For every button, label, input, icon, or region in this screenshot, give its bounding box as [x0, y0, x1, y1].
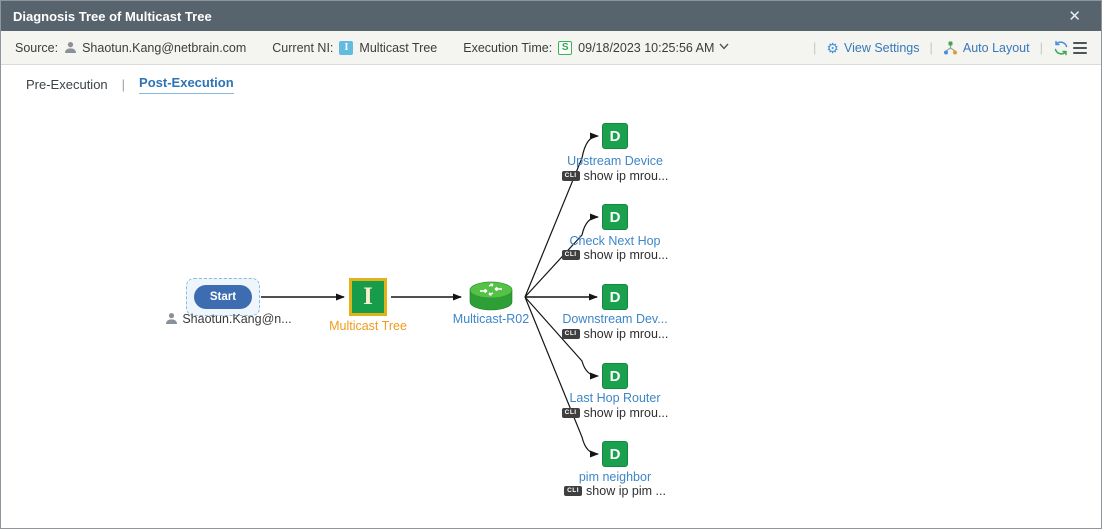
- cli-badge-icon: CLI: [561, 328, 580, 340]
- snapshot-badge-icon: S: [558, 40, 573, 55]
- router-label[interactable]: Multicast-R02: [452, 312, 530, 326]
- diagnosis-node-label[interactable]: Last Hop Router: [569, 391, 661, 405]
- diagnosis-node[interactable]: D: [602, 363, 628, 389]
- diagnosis-node[interactable]: D: [602, 284, 628, 310]
- diagnosis-node[interactable]: D: [602, 204, 628, 230]
- auto-layout-label: Auto Layout: [962, 40, 1030, 55]
- cli-command: show ip mrou...: [583, 169, 669, 183]
- tab-post-execution[interactable]: Post-Execution: [139, 75, 234, 94]
- layout-tree-icon: [943, 41, 958, 55]
- title-bar: Diagnosis Tree of Multicast Tree ✕: [1, 1, 1101, 31]
- execution-time-value: 09/18/2023 10:25:56 AM: [578, 40, 715, 55]
- dialog-title: Diagnosis Tree of Multicast Tree: [13, 8, 212, 24]
- user-icon: [165, 312, 178, 328]
- diagnosis-node[interactable]: D: [602, 123, 628, 149]
- cli-row: CLI show ip pim ...: [530, 484, 700, 498]
- current-ni-group: Current NI: I Multicast Tree: [272, 40, 438, 55]
- view-settings-button[interactable]: ⚙ View Settings: [826, 41, 919, 55]
- cli-command: show ip mrou...: [583, 406, 669, 420]
- chevron-down-icon[interactable]: [719, 42, 729, 53]
- cli-row: CLI show ip mrou...: [530, 406, 700, 420]
- source-group: Source: Shaotun.Kang@netbrain.com: [15, 40, 246, 56]
- intent-node-label[interactable]: Multicast Tree: [329, 319, 407, 333]
- cli-command: show ip mrou...: [583, 248, 669, 262]
- start-node-sublabel: Shaotun.Kang@n...: [161, 311, 296, 327]
- execution-time-group[interactable]: Execution Time: S 09/18/2023 10:25:56 AM: [463, 40, 729, 55]
- gear-icon: ⚙: [826, 39, 839, 56]
- diagnosis-node-label[interactable]: pim neighbor: [578, 470, 652, 484]
- source-label: Source:: [15, 40, 59, 55]
- close-icon[interactable]: ✕: [1068, 7, 1081, 25]
- user-icon: [64, 41, 77, 57]
- cli-badge-icon: CLI: [561, 170, 580, 182]
- auto-layout-button[interactable]: Auto Layout: [943, 41, 1030, 55]
- execution-tabs: Pre-Execution | Post-Execution: [26, 75, 234, 94]
- cli-command: show ip pim ...: [586, 484, 666, 498]
- current-ni-value: Multicast Tree: [359, 40, 438, 55]
- menu-icon[interactable]: [1073, 41, 1087, 54]
- cli-row: CLI show ip mrou...: [530, 169, 700, 183]
- cli-badge-icon: CLI: [561, 407, 580, 419]
- cli-row: CLI show ip mrou...: [530, 248, 700, 262]
- toolbar-separator: |: [813, 40, 817, 55]
- cli-badge-icon: CLI: [564, 485, 583, 497]
- execution-time-label: Execution Time:: [463, 40, 553, 55]
- start-node[interactable]: Start: [194, 285, 252, 309]
- toolbar-separator: |: [1039, 40, 1043, 55]
- diagnosis-node-label[interactable]: Upstream Device: [567, 154, 663, 168]
- start-user-label: Shaotun.Kang@n...: [182, 312, 292, 326]
- source-value: Shaotun.Kang@netbrain.com: [82, 40, 247, 55]
- toolbar-right: | ⚙ View Settings | Auto Layout: [803, 40, 1087, 56]
- router-icon[interactable]: [467, 280, 515, 314]
- view-settings-label: View Settings: [843, 40, 920, 55]
- diagnosis-node-label[interactable]: Check Next Hop: [569, 234, 661, 248]
- cli-command: show ip mrou...: [583, 327, 669, 341]
- tab-pre-execution[interactable]: Pre-Execution: [26, 77, 108, 92]
- current-ni-label: Current NI:: [272, 40, 334, 55]
- intent-node[interactable]: I: [349, 278, 387, 316]
- refresh-icon[interactable]: [1053, 40, 1069, 56]
- toolbar-separator: |: [929, 40, 933, 55]
- header-toolbar: Source: Shaotun.Kang@netbrain.com Curren…: [1, 31, 1101, 65]
- diagnosis-node-label[interactable]: Downstream Dev...: [562, 312, 668, 326]
- start-node-selection: Start: [186, 278, 260, 316]
- intent-badge-icon: I: [339, 40, 354, 55]
- tab-separator: |: [121, 77, 126, 92]
- diagnosis-node[interactable]: D: [602, 441, 628, 467]
- cli-row: CLI show ip mrou...: [530, 327, 700, 341]
- cli-badge-icon: CLI: [561, 249, 580, 261]
